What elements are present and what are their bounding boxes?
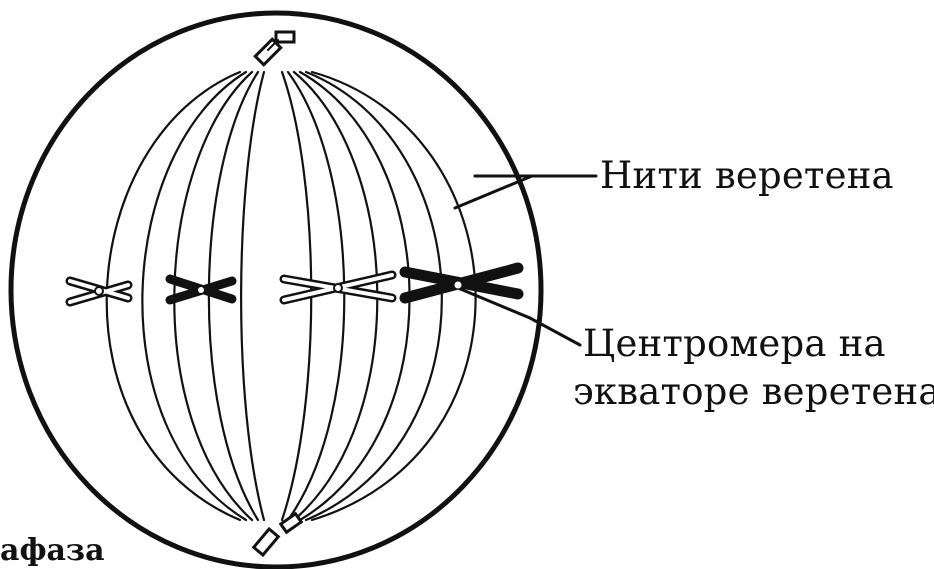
centriole-bottom-icon (254, 514, 302, 555)
centriole-top-icon (255, 32, 294, 65)
phase-caption: афаза (0, 533, 105, 568)
chromosome-3 (284, 275, 392, 300)
label-spindle-fibers: Нити веретена (600, 154, 894, 197)
chromosomes (70, 268, 518, 302)
label-centromere-line2: экваторе веретена (573, 370, 934, 413)
chromosome-2 (170, 279, 232, 300)
label-centromere-line1: Центромера на (583, 322, 886, 365)
chromosome-4 (405, 268, 518, 298)
chromosome-1 (70, 281, 128, 302)
